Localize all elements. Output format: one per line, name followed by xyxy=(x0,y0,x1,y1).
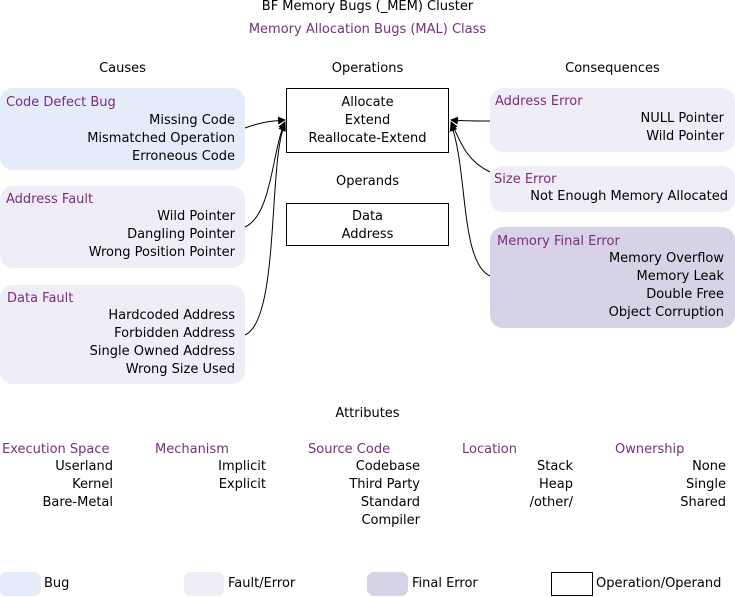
attribute-item: Standard xyxy=(360,495,420,510)
operations-box: Allocate Extend Reallocate-Extend xyxy=(286,88,449,153)
consequence-item: Wild Pointer xyxy=(646,129,724,144)
legend-label: Fault/Error xyxy=(228,576,296,591)
attribute-item: Explicit xyxy=(218,477,266,492)
attribute-group-title: Source Code xyxy=(308,442,391,457)
connector-code-defect-bug xyxy=(244,116,286,129)
cause-box-code-defect-bug: Code Defect Bug Missing Code Mismatched … xyxy=(0,88,245,170)
connector-address-error xyxy=(450,116,491,125)
cause-item: Wrong Size Used xyxy=(125,362,235,377)
connector-address-fault xyxy=(244,121,286,228)
consequence-box-size-error: Size Error Not Enough Memory Allocated xyxy=(490,166,735,212)
operand-item: Data xyxy=(351,209,384,224)
cause-items: Wild Pointer Dangling Pointer Wrong Posi… xyxy=(89,208,235,262)
consequence-items: NULL Pointer Wild Pointer xyxy=(641,110,724,146)
causes-heading: Causes xyxy=(99,61,146,76)
cause-item: Single Owned Address xyxy=(89,344,235,359)
legend-label: Final Error xyxy=(412,576,478,591)
cause-item: Erroneous Code xyxy=(132,149,235,164)
operation-item: Extend xyxy=(344,113,391,128)
attribute-item: Codebase xyxy=(355,459,420,474)
consequence-title: Address Error xyxy=(495,94,583,109)
operands-heading: Operands xyxy=(335,174,400,189)
cause-box-address-fault: Address Fault Wild Pointer Dangling Poin… xyxy=(0,186,245,268)
cause-title: Address Fault xyxy=(6,192,94,207)
attribute-item: Heap xyxy=(539,477,573,492)
consequence-item: Not Enough Memory Allocated xyxy=(530,189,728,204)
cause-item: Forbidden Address xyxy=(114,326,235,341)
cause-item: Wrong Position Pointer xyxy=(88,245,235,260)
operations-heading: Operations xyxy=(331,61,404,76)
consequence-items: Not Enough Memory Allocated xyxy=(530,188,728,206)
attribute-item: Shared xyxy=(680,495,726,510)
cause-item: Missing Code xyxy=(149,113,235,128)
cause-box-data-fault: Data Fault Hardcoded Address Forbidden A… xyxy=(0,285,245,384)
cause-items: Missing Code Mismatched Operation Errone… xyxy=(87,112,235,166)
attribute-group-items: Userland Kernel Bare-Metal xyxy=(42,458,113,512)
connector-memory-final-error xyxy=(449,123,491,277)
consequences-heading: Consequences xyxy=(565,61,660,76)
attribute-item: Single xyxy=(686,477,726,492)
legend-label: Operation/Operand xyxy=(596,576,722,591)
operation-item: Reallocate-Extend xyxy=(308,131,427,146)
legend-swatch-final-error xyxy=(367,572,408,596)
consequence-item: Object Corruption xyxy=(608,305,724,320)
attribute-group-items: Codebase Third Party Standard Compiler xyxy=(349,458,420,530)
consequence-items: Memory Overflow Memory Leak Double Free … xyxy=(609,250,724,322)
attribute-group-title: Ownership xyxy=(615,442,685,457)
attribute-item: Implicit xyxy=(218,459,266,474)
consequence-title: Size Error xyxy=(494,172,557,187)
legend-swatch-bug xyxy=(0,572,41,596)
operand-items: Data Address xyxy=(287,208,448,244)
connector-data-fault xyxy=(244,123,286,336)
attribute-item: Third Party xyxy=(349,477,420,492)
consequence-box-memory-final-error: Memory Final Error Memory Overflow Memor… xyxy=(490,227,735,328)
diagram-title: BF Memory Bugs (_MEM) Cluster xyxy=(261,0,474,14)
attributes-heading: Attributes xyxy=(335,406,400,421)
attribute-item: Userland xyxy=(55,459,113,474)
attribute-item: /other/ xyxy=(529,495,573,510)
consequence-title: Memory Final Error xyxy=(497,234,620,249)
legend-label: Bug xyxy=(44,576,70,591)
consequence-item: Memory Overflow xyxy=(608,251,724,266)
attribute-group-title: Location xyxy=(462,442,517,457)
legend-swatch-operation-operand xyxy=(551,572,593,596)
attribute-group-items: Implicit Explicit xyxy=(218,458,266,494)
consequence-box-address-error: Address Error NULL Pointer Wild Pointer xyxy=(490,88,735,152)
operation-items: Allocate Extend Reallocate-Extend xyxy=(287,94,448,148)
cause-item: Dangling Pointer xyxy=(127,227,235,242)
consequence-item: Memory Leak xyxy=(636,269,724,284)
attribute-group-title: Mechanism xyxy=(155,442,229,457)
operand-item: Address xyxy=(341,227,394,242)
operation-item: Allocate xyxy=(341,95,394,110)
cause-title: Data Fault xyxy=(7,291,74,306)
attribute-item: Bare-Metal xyxy=(42,495,113,510)
cause-item: Wild Pointer xyxy=(157,209,235,224)
cause-item: Hardcoded Address xyxy=(108,308,235,323)
attribute-item: None xyxy=(692,459,726,474)
attribute-group-title: Execution Space xyxy=(2,442,110,457)
diagram-subtitle: Memory Allocation Bugs (MAL) Class xyxy=(248,22,487,37)
attribute-item: Kernel xyxy=(72,477,113,492)
cause-item: Mismatched Operation xyxy=(87,131,235,146)
cause-items: Hardcoded Address Forbidden Address Sing… xyxy=(90,307,235,379)
consequence-item: Double Free xyxy=(646,287,724,302)
attribute-item: Stack xyxy=(537,459,573,474)
attribute-group-items: Stack Heap /other/ xyxy=(530,458,573,512)
cause-title: Code Defect Bug xyxy=(6,95,116,110)
attribute-item: Compiler xyxy=(361,513,420,528)
operands-box: Data Address xyxy=(286,203,449,246)
consequence-item: NULL Pointer xyxy=(640,111,724,126)
attribute-group-items: None Single Shared xyxy=(680,458,726,512)
legend-swatch-fault-error xyxy=(184,572,224,596)
